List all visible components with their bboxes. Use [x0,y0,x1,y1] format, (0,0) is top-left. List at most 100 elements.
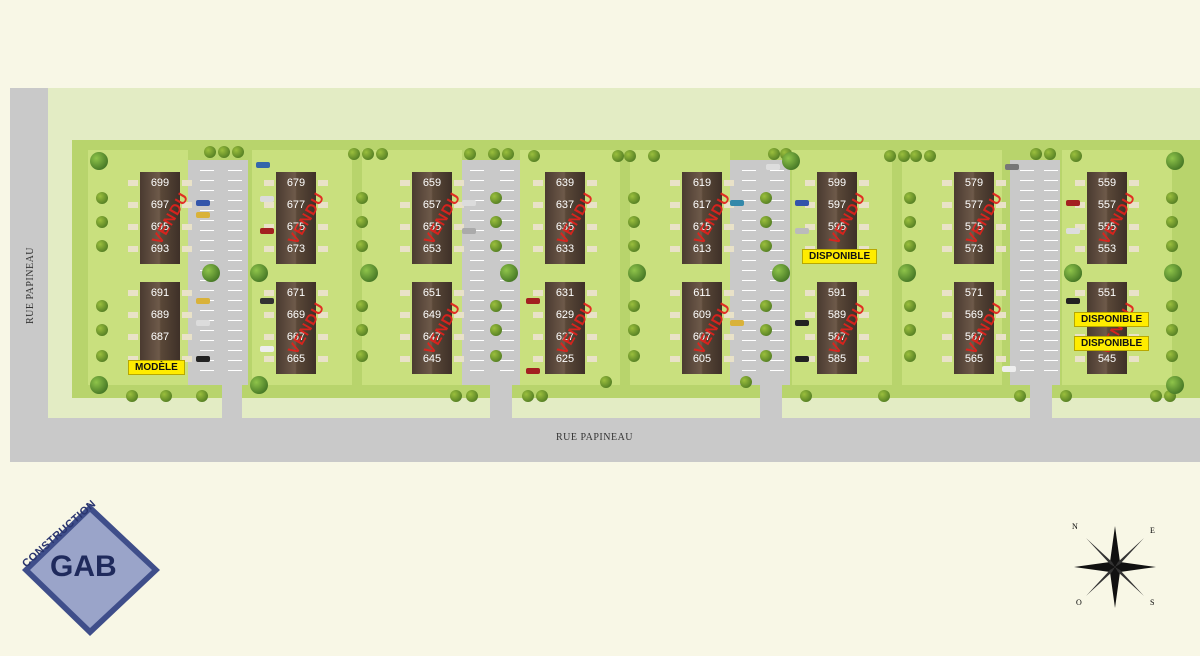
unit-number: 665 [286,353,306,365]
tree-icon [898,150,910,162]
unit-number: 575 [964,221,984,233]
tree-icon [904,216,916,228]
patio [1129,202,1139,208]
patio [942,246,952,252]
unit-number: 649 [422,309,442,321]
unit-number: 691 [150,287,170,299]
tree-icon [490,192,502,204]
big-tree-icon [202,264,220,282]
patio [724,356,734,362]
tree-icon [376,148,388,160]
patio [587,180,597,186]
unit-number: 611 [693,287,711,299]
patio [318,334,328,340]
patio [264,224,274,230]
patio [859,312,869,318]
unit-number: 625 [555,353,575,365]
patio [264,246,274,252]
parking-stalls-2 [470,170,484,380]
unit-number: 637 [555,199,575,211]
patio [805,334,815,340]
tree-icon [204,146,216,158]
patio [724,334,734,340]
unit-number: 609 [692,309,712,321]
unit-number: 615 [692,221,712,233]
unit-number: 653 [422,243,442,255]
parked-car [196,212,210,218]
status-tag-available-551[interactable]: DISPONIBLE [1074,312,1150,327]
patio [1075,180,1085,186]
compass-rose-icon [1074,526,1156,608]
unit-number: 605 [692,353,712,365]
unit-number: 699 [150,177,170,189]
status-tag-available-547[interactable]: DISPONIBLE [1074,336,1150,351]
patio [318,290,328,296]
unit-number: 631 [555,287,575,299]
status-tag-model[interactable]: MODÈLE [128,360,185,375]
tree-icon [490,350,502,362]
patio [400,312,410,318]
patio [454,290,464,296]
patio [859,356,869,362]
tree-icon [628,300,640,312]
tree-icon [904,350,916,362]
unit-number: 679 [286,177,306,189]
unit-number: 695 [150,221,170,233]
patio [724,180,734,186]
patio [859,180,869,186]
tree-icon [356,300,368,312]
patio [182,202,192,208]
parking-stalls-6 [1020,170,1034,380]
tree-icon [1060,390,1072,402]
unit-number: 579 [964,177,984,189]
parked-car [1066,200,1080,206]
unit-number: 573 [964,243,984,255]
tree-icon [488,148,500,160]
unit-number: 555 [1097,221,1117,233]
status-tag-available-595[interactable]: DISPONIBLE [802,249,878,264]
patio [1075,356,1085,362]
patio [182,356,192,362]
patio [533,202,543,208]
patio [264,356,274,362]
patio [264,180,274,186]
tree-icon [464,148,476,160]
patio [128,290,138,296]
patio [533,246,543,252]
patio [724,202,734,208]
parked-car [462,200,476,206]
patio [454,356,464,362]
unit-number: 655 [422,221,442,233]
patio [670,180,680,186]
patio [805,202,815,208]
tree-icon [760,300,772,312]
patio [996,356,1006,362]
patio [264,312,274,318]
parked-car [766,164,780,170]
patio [318,356,328,362]
patio [587,312,597,318]
entry-road-4 [1030,380,1052,420]
street-label-left: RUE PAPINEAU [25,246,37,325]
patio [318,246,328,252]
tree-icon [96,324,108,336]
patio [318,312,328,318]
sidewalk-left [48,88,72,418]
tree-icon [490,324,502,336]
